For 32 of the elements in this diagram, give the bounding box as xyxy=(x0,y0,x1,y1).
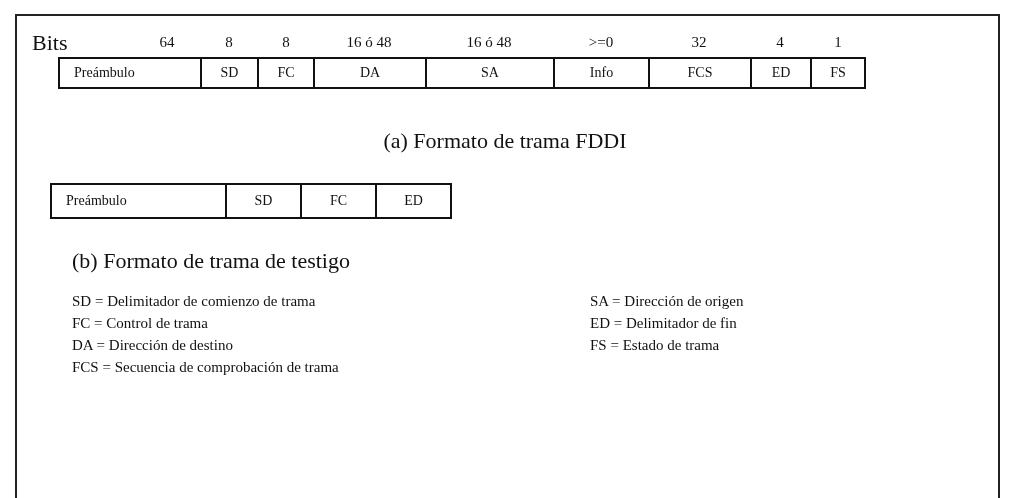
bit-count: 64 xyxy=(159,34,175,51)
bit-count: 16 ó 48 xyxy=(466,34,512,51)
frame-field-cell: Info xyxy=(553,57,650,89)
frame-field-cell: ED xyxy=(375,183,452,219)
frame-field-cell: ED xyxy=(750,57,812,89)
frame-field-cell: Preámbulo xyxy=(50,183,227,219)
frame-field-cell: FCS xyxy=(648,57,752,89)
definition-text: FS = Estado de trama xyxy=(590,337,720,354)
figure-caption: (b) Formato de trama de testigo xyxy=(72,248,350,274)
frame-field-cell: FC xyxy=(257,57,315,89)
bit-count: 32 xyxy=(691,34,707,51)
frame-field-cell: SD xyxy=(200,57,259,89)
definition-text: SA = Dirección de origen xyxy=(590,293,744,310)
frame-field-cell: SA xyxy=(425,57,555,89)
frame-field-cell: FS xyxy=(810,57,866,89)
frame-field-cell: FC xyxy=(300,183,377,219)
frame-field-cell: DA xyxy=(313,57,427,89)
axis-label: Bits xyxy=(32,30,68,56)
definition-text: DA = Dirección de destino xyxy=(72,337,233,354)
frame-field-cell: Preámbulo xyxy=(58,57,202,89)
bit-count: 8 xyxy=(225,34,233,51)
figure-caption: (a) Formato de trama FDDI xyxy=(383,128,627,154)
bit-count: 1 xyxy=(834,34,842,51)
frame-field-cell: SD xyxy=(225,183,302,219)
bit-count: 16 ó 48 xyxy=(346,34,392,51)
definition-text: ED = Delimitador de fin xyxy=(590,315,737,332)
definition-text: SD = Delimitador de comienzo de trama xyxy=(72,293,316,310)
bit-count: 8 xyxy=(282,34,290,51)
bit-count: >=0 xyxy=(588,34,614,51)
definition-text: FC = Control de trama xyxy=(72,315,208,332)
definition-text: FCS = Secuencia de comprobación de trama xyxy=(72,359,339,376)
bit-count: 4 xyxy=(776,34,784,51)
